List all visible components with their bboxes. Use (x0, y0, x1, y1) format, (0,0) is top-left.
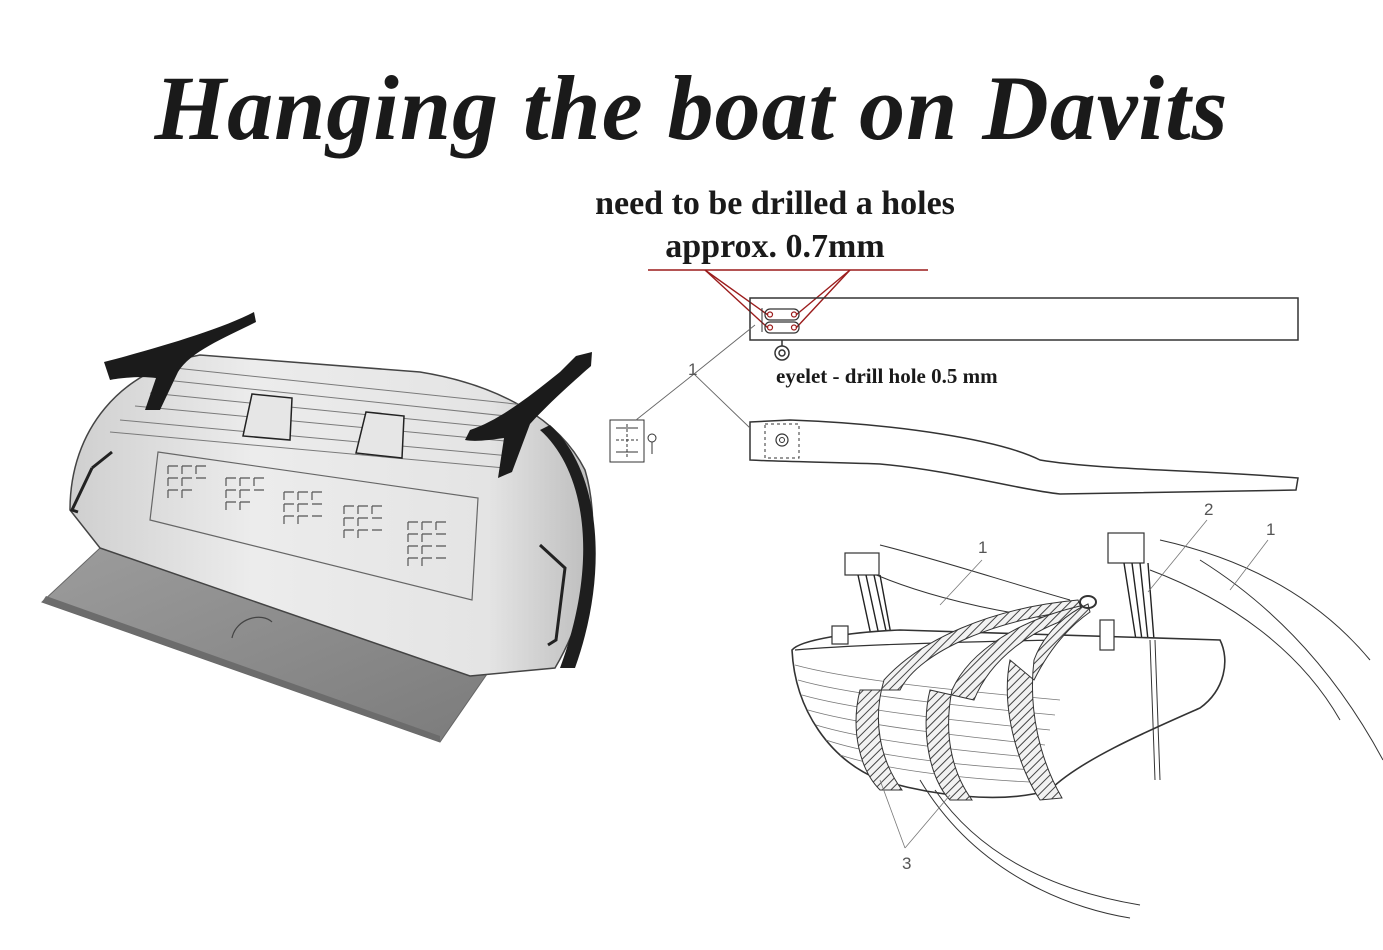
drill-holes (764, 308, 800, 334)
davit-detail-part (609, 419, 657, 463)
sling-3 (1006, 603, 1091, 801)
sling-1 (855, 599, 1083, 791)
stern-window-panel (149, 451, 479, 601)
page-title: Hanging the boat on Davits (154, 57, 1229, 159)
drill-size-note: approx. 0.7mm (665, 228, 885, 265)
stern-model-render (41, 312, 596, 743)
davit-drawing (609, 269, 1299, 495)
stern-windows (167, 465, 446, 566)
callout-boat-left: 1 (978, 538, 988, 557)
eyelet-icon (774, 340, 790, 361)
davit-right (465, 352, 592, 478)
hole-leader-lines (648, 269, 928, 329)
callout-falls: 2 (1204, 500, 1214, 519)
eyelet-note: eyelet - drill hole 0.5 mm (776, 364, 998, 388)
callout-slings: 3 (902, 854, 912, 873)
drill-holes-note: need to be drilled a holes (595, 185, 955, 222)
callout-davit: 1 (688, 360, 698, 379)
davit-left (104, 312, 256, 410)
callout-boat-right: 1 (1266, 520, 1276, 539)
sling-2 (925, 605, 1085, 801)
boat-drawing (791, 519, 1383, 919)
